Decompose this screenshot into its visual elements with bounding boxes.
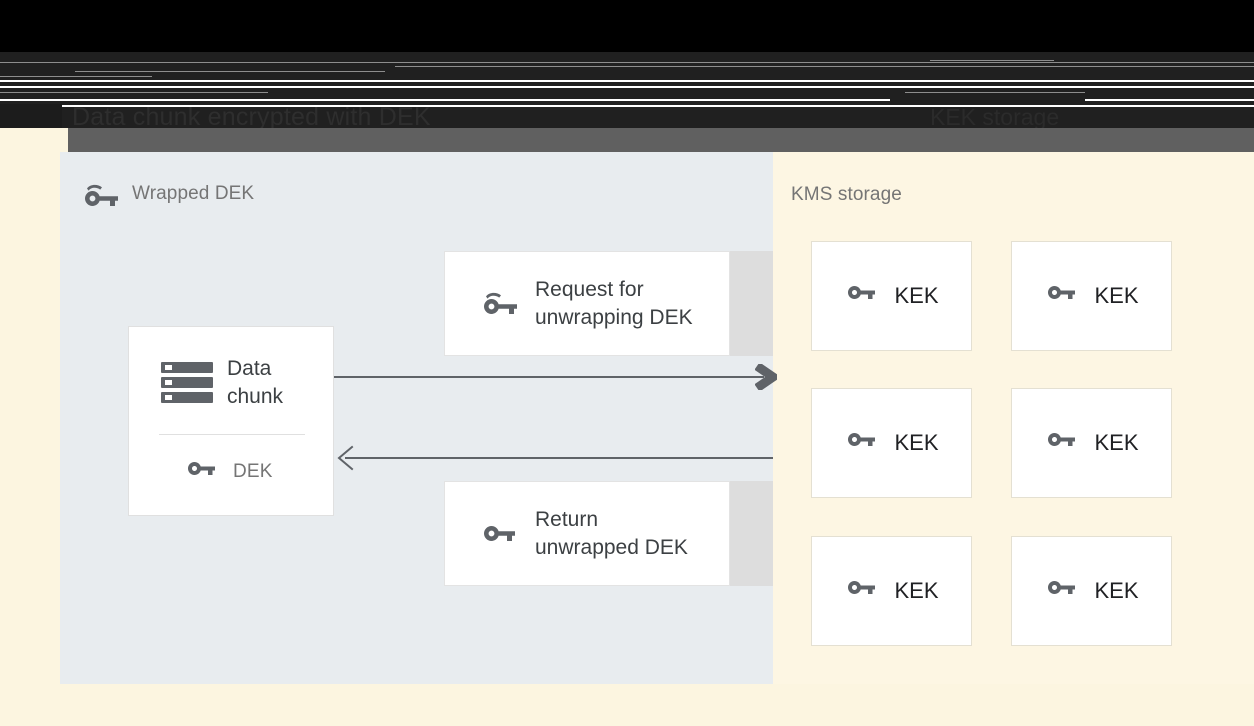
kek-card[interactable]: KEK <box>811 536 972 646</box>
glitch-scanline <box>0 105 1254 107</box>
arrow-to-kms-head-icon <box>754 362 781 392</box>
card-strip-bottom <box>730 481 773 586</box>
glitch-scanline <box>395 66 1254 67</box>
dek-row: DEK <box>183 459 273 485</box>
request-unwrapping-dek-card[interactable]: Request for unwrapping DEK <box>444 251 730 356</box>
kek-card[interactable]: KEK <box>811 388 972 498</box>
key-icon <box>844 430 880 456</box>
header-gray-notch <box>0 128 68 152</box>
key-icon <box>1044 283 1080 309</box>
server-storage-icon <box>159 359 215 407</box>
return-unwrapped-dek-label: Return unwrapped DEK <box>535 507 688 559</box>
data-chunk-card[interactable]: Data chunk DEK <box>128 326 334 516</box>
glitch-scanline <box>0 62 1254 63</box>
kek-card[interactable]: KEK <box>1011 388 1172 498</box>
glitch-scanline <box>0 86 1254 88</box>
wrapped-dek-panel-title: Wrapped DEK <box>132 183 255 204</box>
glitch-scanline <box>75 71 385 72</box>
glitch-scanline <box>0 76 152 77</box>
header-title-glitched: Data chunk encrypted with DEK <box>72 103 431 128</box>
header-title-right-glitched: KEK storage <box>930 104 1060 128</box>
kek-label: KEK <box>1094 283 1139 308</box>
wrapped-key-icon <box>78 180 120 210</box>
header-black-band <box>0 0 1254 52</box>
arrow-from-kms-line <box>345 457 773 459</box>
wrapped-key-icon <box>477 288 521 320</box>
data-chunk-row: Data chunk <box>159 355 283 411</box>
kek-label: KEK <box>894 578 939 603</box>
card-strip-top <box>730 251 773 356</box>
kek-card[interactable]: KEK <box>1011 536 1172 646</box>
kek-label: KEK <box>894 283 939 308</box>
data-card-divider <box>159 434 305 435</box>
key-icon <box>183 459 221 485</box>
kms-storage-panel-title: KMS storage <box>791 184 902 205</box>
key-icon <box>844 283 880 309</box>
arrow-from-kms-head-icon <box>334 445 356 471</box>
kek-label: KEK <box>894 430 939 455</box>
dek-label: DEK <box>233 461 273 482</box>
glitch-scanline <box>930 60 1054 61</box>
kek-label: KEK <box>1094 430 1139 455</box>
key-icon <box>844 578 880 604</box>
key-icon <box>1044 578 1080 604</box>
glitch-scanline <box>0 99 890 101</box>
key-icon <box>477 518 521 550</box>
header-notch <box>0 104 62 128</box>
kek-card[interactable]: KEK <box>811 241 972 351</box>
arrow-to-kms-line <box>334 376 764 378</box>
header-dark-band: Data chunk encrypted with DEK KEK storag… <box>0 52 1254 128</box>
request-unwrapping-dek-label: Request for unwrapping DEK <box>535 277 693 329</box>
header-gray-band <box>0 128 1254 152</box>
key-icon <box>1044 430 1080 456</box>
kek-label: KEK <box>1094 578 1139 603</box>
glitch-scanline <box>0 92 268 93</box>
kek-card[interactable]: KEK <box>1011 241 1172 351</box>
data-chunk-label: Data chunk <box>227 357 284 408</box>
return-unwrapped-dek-card[interactable]: Return unwrapped DEK <box>444 481 730 586</box>
glitch-scanline <box>905 92 1085 93</box>
glitch-scanline <box>1085 99 1254 101</box>
glitch-scanline <box>0 80 1254 82</box>
